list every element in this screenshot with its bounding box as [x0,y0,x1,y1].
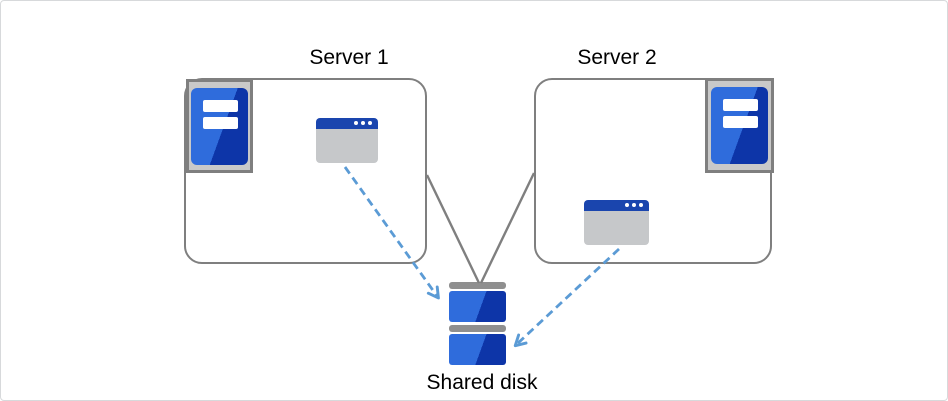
server2-tower-icon [705,78,774,173]
window-body [316,129,378,163]
disk-unit [449,282,506,322]
application-window-icon [316,118,378,163]
tower-slot [203,99,238,112]
tower-slot [203,116,238,129]
line-server2-to-disk [479,172,536,284]
application-window-icon [584,200,649,245]
window-buttons-icon [625,203,643,207]
tower-slot [723,99,758,111]
server1-tower-icon [186,79,253,173]
server2-title: Server 2 [577,46,657,69]
line-server1-to-disk [425,174,481,284]
tower-slot [723,116,758,128]
server-tower-body [191,87,248,165]
window-titlebar [584,200,649,211]
shared-disk-label: Shared disk [426,371,538,394]
server1-title: Server 1 [309,46,389,69]
window-buttons-icon [354,121,372,125]
shared-disk-icon [449,282,506,365]
server-tower-body [711,87,768,164]
window-titlebar [316,118,378,129]
disk-unit [449,325,506,365]
window-body [584,211,649,245]
